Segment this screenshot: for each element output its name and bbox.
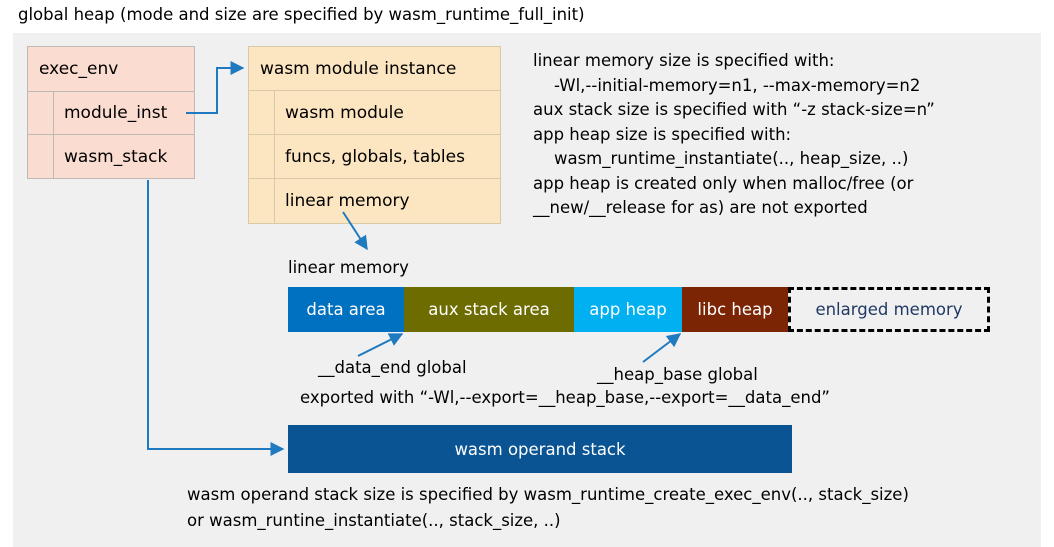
memory-segment-app-heap: app heap xyxy=(574,287,682,332)
exec-env-header: exec_env xyxy=(28,47,194,92)
memory-segment-aux-stack-area: aux stack area xyxy=(404,287,574,332)
exec-env-field-module-inst: module_inst xyxy=(28,92,194,135)
wasm-operand-stack-label: wasm operand stack xyxy=(454,439,626,459)
module-instance-field-wasm-module: wasm module xyxy=(249,91,500,135)
module-instance-field-label: linear memory xyxy=(285,191,410,211)
memory-segment-label: aux stack area xyxy=(428,300,550,319)
exec-env-field-label: module_inst xyxy=(64,103,168,123)
memory-segment-label: enlarged memory xyxy=(815,300,963,319)
memory-segment-label: app heap xyxy=(589,300,667,319)
module-instance-field-label: wasm module xyxy=(285,102,404,123)
wasm-module-instance-title: wasm module instance xyxy=(260,58,457,79)
annotation-exported-with: exported with “-Wl,--export=__heap_base,… xyxy=(300,388,830,407)
annotation-data-end: __data_end global xyxy=(318,358,467,377)
memory-segment-label: data area xyxy=(306,300,386,319)
exec-env-title: exec_env xyxy=(39,59,119,79)
exec-env-field-label: wasm_stack xyxy=(64,146,168,167)
page-title: global heap (mode and size are specified… xyxy=(18,5,585,24)
module-instance-field-funcs-globals-tables: funcs, globals, tables xyxy=(249,135,500,179)
memory-segment-libc-heap: libc heap xyxy=(682,287,788,332)
annotation-heap-base: __heap_base global xyxy=(597,365,758,384)
wasm-operand-stack-box: wasm operand stack xyxy=(288,425,792,473)
wasm-module-instance-box: wasm module instance wasm module funcs, … xyxy=(248,46,501,224)
memory-segment-label: libc heap xyxy=(697,300,773,319)
memory-segment-enlarged-memory: enlarged memory xyxy=(788,287,990,332)
linear-memory-bar: data area aux stack area app heap libc h… xyxy=(288,287,990,332)
memory-segment-data-area: data area xyxy=(288,287,404,332)
exec-env-box: exec_env module_inst wasm_stack xyxy=(27,46,195,179)
module-instance-field-linear-memory: linear memory xyxy=(249,179,500,223)
module-instance-field-label: funcs, globals, tables xyxy=(285,146,465,167)
operand-stack-notes: wasm operand stack size is specified by … xyxy=(187,485,909,530)
linear-memory-notes: linear memory size is specified with: -W… xyxy=(533,51,935,217)
exec-env-field-wasm-stack: wasm_stack xyxy=(28,135,194,178)
linear-memory-caption: linear memory xyxy=(288,258,409,277)
wasm-module-instance-header: wasm module instance xyxy=(249,47,500,91)
